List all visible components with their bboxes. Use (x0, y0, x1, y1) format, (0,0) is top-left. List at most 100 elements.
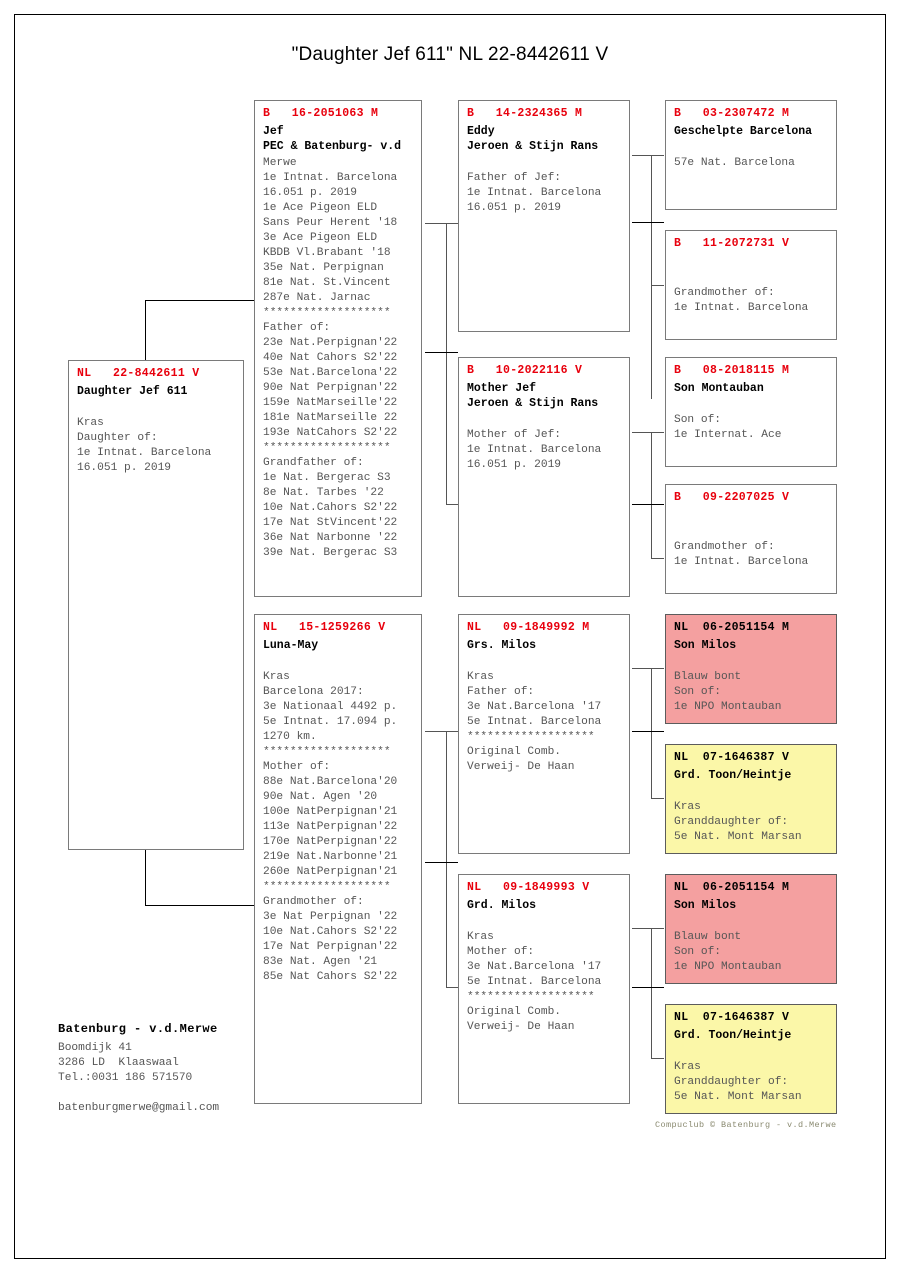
box-id: B 10-2022116 V (467, 364, 583, 377)
breeder-email[interactable]: batenburgmerwe@gmail.com (58, 1102, 220, 1114)
connector-sire-trunk (425, 352, 458, 353)
box-spacer (467, 653, 622, 668)
connector-dd-to-dam (651, 1058, 664, 1059)
connector-sire-to-sd (446, 504, 458, 505)
page-border (14, 14, 886, 1259)
box-id: NL 09-1849992 M (467, 621, 590, 634)
box-details: Merwe 1e Intnat. Barcelona 16.051 p. 201… (263, 157, 398, 559)
box-id: B 16-2051063 M (263, 107, 379, 120)
box-name: Eddy Jeroen & Stijn Rans (467, 125, 599, 153)
box-name: Grd. Toon/Heintje (674, 1029, 792, 1042)
box-name: Son Milos (674, 899, 737, 912)
box-id: NL 15-1259266 V (263, 621, 386, 634)
box-id: NL 06-2051154 M (674, 621, 790, 634)
box-spacer (674, 913, 829, 928)
connector-sire-vertical (446, 223, 447, 504)
box-name: Grd. Toon/Heintje (674, 769, 792, 782)
box-details: Kras Barcelona 2017: 3e Nationaal 4492 p… (263, 671, 398, 983)
connector-sd-trunk (632, 504, 664, 505)
box-details: Father of Jef: 1e Intnat. Barcelona 16.0… (467, 172, 602, 214)
breeder-address: Boomdijk 41 3286 LD Klaaswaal Tel.:0031 … (58, 1042, 193, 1084)
connector-dd-trunk (632, 987, 664, 988)
box-name: Geschelpte Barcelona (674, 125, 813, 138)
box-spacer (674, 783, 829, 798)
pedigree-box-ds-sire[interactable]: NL 06-2051154 M Son Milos Blauw bont Son… (665, 614, 837, 724)
box-spacer2 (674, 523, 829, 538)
box-id: B 03-2307472 M (674, 107, 790, 120)
box-details: Son of: 1e Internat. Ace (674, 414, 782, 441)
box-details: Kras Granddaughter of: 5e Nat. Mont Mars… (674, 801, 802, 843)
pedigree-box-ss-sire[interactable]: B 03-2307472 M Geschelpte Barcelona 57e … (665, 100, 837, 210)
box-id: NL 22-8442611 V (77, 367, 200, 380)
software-credit: Compuclub © Batenburg - v.d.Merwe (655, 1120, 837, 1130)
breeder-footer: Batenburg - v.d.Merwe Boomdijk 41 3286 L… (58, 1020, 358, 1116)
pedigree-box-dd-sire[interactable]: NL 06-2051154 M Son Milos Blauw bont Son… (665, 874, 837, 984)
box-spacer (674, 139, 829, 154)
box-id: NL 07-1646387 V (674, 751, 790, 764)
box-details: Kras Granddaughter of: 5e Nat. Mont Mars… (674, 1061, 802, 1103)
box-spacer (674, 1043, 829, 1058)
breeder-name: Batenburg - v.d.Merwe (58, 1022, 218, 1036)
connector-subject-to-sire (145, 300, 254, 301)
pedigree-box-dam-sire[interactable]: NL 09-1849992 M Grs. Milos Kras Father o… (458, 614, 630, 854)
connector-sire-to-ss (425, 223, 458, 224)
pedigree-box-sire-sire[interactable]: B 14-2324365 M Eddy Jeroen & Stijn Rans … (458, 100, 630, 332)
box-spacer (467, 154, 622, 169)
pedigree-box-subject[interactable]: NL 22-8442611 V Daughter Jef 611 Kras Da… (68, 360, 244, 850)
connector-sd-to-dam (651, 558, 664, 559)
connector-dam-vertical (446, 731, 447, 987)
box-spacer (467, 913, 622, 928)
pedigree-box-ss-dam[interactable]: B 11-2072731 V Grandmother of: 1e Intnat… (665, 230, 837, 340)
box-details: Mother of Jef: 1e Intnat. Barcelona 16.0… (467, 429, 602, 471)
connector-dd-vertical (651, 928, 652, 1058)
box-id: NL 06-2051154 M (674, 881, 790, 894)
connector-ds-trunk (632, 731, 664, 732)
box-id: B 11-2072731 V (674, 237, 790, 250)
box-spacer (77, 399, 236, 414)
connector-ss-to-sire (632, 155, 664, 156)
connector-dam-trunk (425, 862, 458, 863)
connector-subject-to-dam (145, 905, 254, 906)
box-name: Daughter Jef 611 (77, 385, 188, 398)
connector-sd-vertical (651, 432, 652, 558)
box-details: Blauw bont Son of: 1e NPO Montauban (674, 931, 782, 973)
connector-ds-to-sire (632, 668, 664, 669)
pedigree-box-sire-dam[interactable]: B 10-2022116 V Mother Jef Jeroen & Stijn… (458, 357, 630, 597)
connector-ss-trunk (632, 222, 664, 223)
connector-ds-to-dam (651, 798, 664, 799)
box-details: Blauw bont Son of: 1e NPO Montauban (674, 671, 782, 713)
box-name: Jef PEC & Batenburg- v.d (263, 125, 402, 153)
pedigree-box-sd-sire[interactable]: B 08-2018115 M Son Montauban Son of: 1e … (665, 357, 837, 467)
box-spacer (674, 653, 829, 668)
box-spacer (674, 396, 829, 411)
box-spacer (674, 254, 829, 269)
box-spacer (467, 411, 622, 426)
box-name: Son Montauban (674, 382, 764, 395)
connector-sd-to-sire (632, 432, 664, 433)
connector-dam-to-dd (446, 987, 458, 988)
box-id: B 14-2324365 M (467, 107, 583, 120)
connector-ds-vertical (651, 668, 652, 798)
box-details: Kras Mother of: 3e Nat.Barcelona '17 5e … (467, 931, 602, 1033)
pedigree-box-ds-dam[interactable]: NL 07-1646387 V Grd. Toon/Heintje Kras G… (665, 744, 837, 854)
box-id: NL 09-1849993 V (467, 881, 590, 894)
box-details: Kras Father of: 3e Nat.Barcelona '17 5e … (467, 671, 602, 773)
pedigree-box-dd-dam[interactable]: NL 07-1646387 V Grd. Toon/Heintje Kras G… (665, 1004, 837, 1114)
box-id: B 08-2018115 M (674, 364, 790, 377)
pedigree-box-dam-dam[interactable]: NL 09-1849993 V Grd. Milos Kras Mother o… (458, 874, 630, 1104)
box-details: 57e Nat. Barcelona (674, 157, 795, 169)
box-details: Grandmother of: 1e Intnat. Barcelona (674, 287, 809, 314)
pedigree-box-dam[interactable]: NL 15-1259266 V Luna-May Kras Barcelona … (254, 614, 422, 1104)
box-spacer (263, 653, 414, 668)
connector-dam-to-ds (425, 731, 458, 732)
box-spacer2 (674, 269, 829, 284)
box-details: Grandmother of: 1e Intnat. Barcelona (674, 541, 809, 568)
pedigree-box-sire[interactable]: B 16-2051063 M Jef PEC & Batenburg- v.d … (254, 100, 422, 597)
box-id: B 09-2207025 V (674, 491, 790, 504)
connector-ss-vertical (651, 155, 652, 399)
pedigree-box-sd-dam[interactable]: B 09-2207025 V Grandmother of: 1e Intnat… (665, 484, 837, 594)
box-details: Kras Daughter of: 1e Intnat. Barcelona 1… (77, 417, 212, 474)
page-title: "Daughter Jef 611" NL 22-8442611 V (291, 44, 609, 65)
box-spacer (674, 508, 829, 523)
